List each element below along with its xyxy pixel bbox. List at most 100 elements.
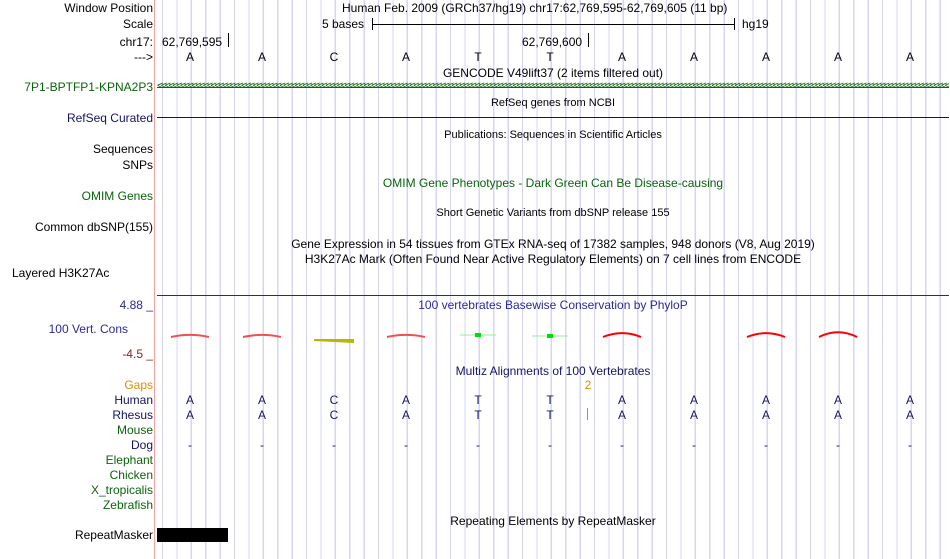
- aligned-base: -: [404, 438, 408, 452]
- track-separator: [157, 295, 949, 296]
- aligned-base: -: [260, 438, 264, 452]
- phylop-score-mark: [460, 333, 496, 337]
- aligned-base: T: [546, 408, 554, 422]
- aligned-base: A: [905, 393, 914, 407]
- aligned-base: A: [401, 393, 410, 407]
- aligned-base: A: [617, 408, 626, 422]
- aligned-base: -: [836, 438, 840, 452]
- aligned-base: A: [257, 393, 266, 407]
- aligned-base: -: [764, 438, 768, 452]
- sequences-label[interactable]: Sequences: [92, 142, 153, 156]
- species-label-rhesus[interactable]: Rhesus: [112, 408, 153, 422]
- species-label-mouse[interactable]: Mouse: [116, 423, 153, 437]
- phylop-label[interactable]: 100 Vert. Cons: [48, 322, 128, 336]
- aligned-base: A: [185, 408, 194, 422]
- gencode-title: GENCODE V49lift37 (2 items filtered out): [442, 66, 664, 80]
- aligned-base: A: [257, 408, 266, 422]
- aligned-base: A: [689, 393, 698, 407]
- phylop-score-mark: [532, 334, 568, 338]
- omim-title: OMIM Gene Phenotypes - Dark Green Can Be…: [382, 176, 724, 190]
- tick: [228, 33, 229, 47]
- base: A: [761, 50, 770, 64]
- tick: [588, 33, 589, 47]
- base: A: [257, 50, 266, 64]
- species-label-chicken[interactable]: Chicken: [109, 468, 153, 482]
- chrom-label: chr17:: [119, 35, 153, 49]
- aligned-base: A: [833, 393, 842, 407]
- aligned-base: T: [474, 393, 482, 407]
- aligned-base: C: [329, 393, 339, 407]
- gencode-gene-arrows[interactable]: <<<<<<<<<<<<<<<<<<<<<<<<<<<<<<<<<<<<<<<<…: [157, 79, 949, 93]
- aligned-base: A: [185, 393, 194, 407]
- species-label-dog[interactable]: Dog: [130, 438, 153, 452]
- label-divider: [154, 0, 155, 559]
- species-label-human[interactable]: Human: [114, 393, 153, 407]
- phylop-plot: [170, 331, 858, 343]
- aligned-base: -: [188, 438, 192, 452]
- phylop-score-mark: [386, 333, 426, 338]
- aligned-base: A: [689, 408, 698, 422]
- snps-label[interactable]: SNPs: [122, 158, 153, 172]
- aligned-base: A: [617, 393, 626, 407]
- phylop-title: 100 vertebrates Basewise Conservation by…: [418, 298, 688, 312]
- scale-text: 5 bases: [322, 17, 365, 31]
- base: A: [617, 50, 626, 64]
- species-label-zebrafish[interactable]: Zebrafish: [102, 498, 153, 512]
- aligned-base: -: [332, 438, 336, 452]
- aligned-base: A: [401, 408, 410, 422]
- base: T: [474, 50, 482, 64]
- omim-label[interactable]: OMIM Genes: [81, 189, 153, 203]
- base-grid: [156, 0, 950, 559]
- phylop-max: 4.88 _: [119, 298, 153, 312]
- aligned-base: A: [761, 408, 770, 422]
- aligned-base: -: [620, 438, 624, 452]
- phylop-min: -4.5 _: [122, 347, 153, 361]
- aligned-base: A: [905, 408, 914, 422]
- phylop-score-mark: [746, 332, 786, 338]
- window-position: Human Feb. 2009 (GRCh37/hg19) chr17:62,7…: [342, 1, 728, 15]
- window-position-label: Window Position: [64, 1, 153, 15]
- repeat-title: Repeating Elements by RepeatMasker: [450, 514, 656, 528]
- gaps-label[interactable]: Gaps: [124, 378, 153, 392]
- phylop-score-mark: [313, 339, 355, 343]
- assembly: hg19: [742, 17, 769, 31]
- phylop-score-mark: [242, 333, 282, 338]
- h3k27-title: H3K27Ac Mark (Often Found Near Active Re…: [304, 252, 802, 266]
- repeat-element[interactable]: [157, 528, 228, 542]
- base: C: [329, 50, 339, 64]
- aligned-base: A: [833, 408, 842, 422]
- base: A: [689, 50, 698, 64]
- gap-count: 2: [584, 378, 592, 392]
- aligned-base: T: [546, 393, 554, 407]
- gap-marker: [587, 408, 588, 420]
- gencode-item-label[interactable]: 7P1-BPTFP1-KPNA2P3: [24, 80, 153, 94]
- position-start: 62,769,595: [162, 35, 223, 49]
- base: A: [833, 50, 842, 64]
- refseq-gene-line[interactable]: [157, 117, 949, 118]
- phylop-score-mark: [818, 331, 858, 338]
- scale-bar: [372, 18, 735, 30]
- species-label-x_tropicalis[interactable]: X_tropicalis: [90, 483, 153, 497]
- base: T: [546, 50, 554, 64]
- base: A: [905, 50, 914, 64]
- position-mid: 62,769,600: [522, 35, 583, 49]
- h3k27-label[interactable]: Layered H3K27Ac: [12, 266, 110, 280]
- aligned-base: -: [476, 438, 480, 452]
- refseq-label[interactable]: RefSeq Curated: [66, 111, 153, 125]
- gtex-title: Gene Expression in 54 tissues from GTEx …: [291, 237, 815, 251]
- aligned-base: -: [908, 438, 912, 452]
- dbsnp-label[interactable]: Common dbSNP(155): [34, 220, 153, 234]
- aligned-base: C: [329, 408, 339, 422]
- phylop-score-mark: [170, 333, 210, 338]
- base: A: [185, 50, 194, 64]
- aligned-base: -: [692, 438, 696, 452]
- aligned-base: A: [761, 393, 770, 407]
- phylop-score-mark: [602, 332, 642, 338]
- species-label-elephant[interactable]: Elephant: [105, 453, 153, 467]
- repeatmasker-label[interactable]: RepeatMasker: [74, 528, 153, 542]
- scale-label: Scale: [122, 17, 153, 31]
- base: A: [401, 50, 410, 64]
- aligned-base: -: [548, 438, 552, 452]
- multiz-title: Multiz Alignments of 100 Vertebrates: [455, 364, 651, 378]
- refseq-title: RefSeq genes from NCBI: [490, 97, 616, 109]
